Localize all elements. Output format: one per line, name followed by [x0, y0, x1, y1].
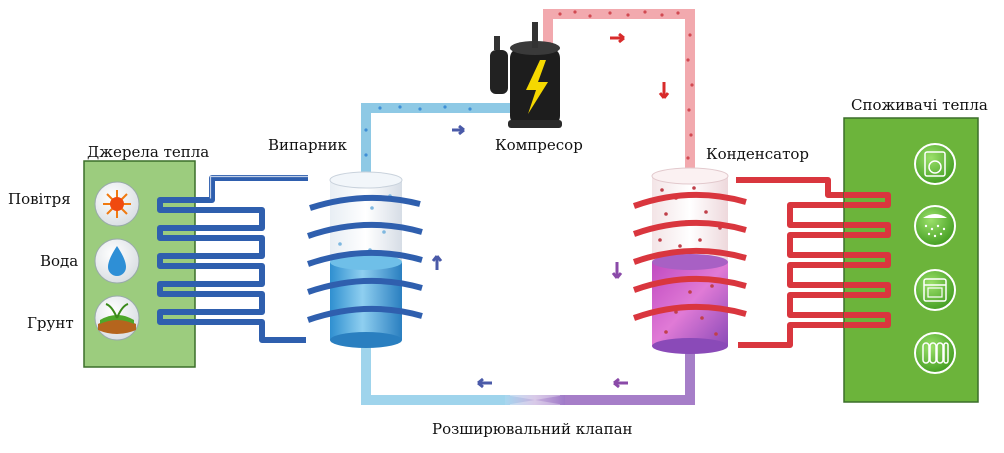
return-pipe [361, 345, 510, 405]
condenser-label: Конденсатор [706, 145, 810, 163]
water-drop-icon [94, 238, 140, 284]
ground-label: Грунт [27, 314, 74, 332]
arrow-right-blue [452, 124, 465, 136]
air-label: Повітря [8, 190, 71, 208]
arrow-left-purple [613, 377, 628, 389]
sun-icon [94, 181, 140, 227]
compressor-label: Компресор [495, 136, 583, 154]
radiator-icon [914, 332, 956, 374]
heat-sources-title: Джерела тепла [87, 143, 210, 161]
arrow-up-blue [431, 255, 443, 270]
pipe-bubbles [558, 10, 694, 160]
shower-icon [914, 205, 956, 247]
compressor-icon [490, 22, 562, 128]
condenser-coil [632, 191, 747, 321]
oven-icon [914, 269, 956, 311]
evaporator-label: Випарник [268, 136, 347, 154]
expansion-valve-label: Розширювальний клапан [432, 420, 633, 438]
heat-consumers-title: Споживачі тепла [851, 96, 988, 114]
liquid-pipe [560, 345, 695, 405]
washing-machine-icon [914, 143, 956, 185]
arrow-down-red [658, 82, 670, 99]
arrow-right-red [610, 32, 625, 44]
ground-plant-icon [94, 295, 140, 341]
arrow-left-blue [477, 377, 492, 389]
discharge-pipe [543, 9, 695, 172]
heat-consumers-box [843, 117, 979, 403]
flow-arrows [431, 32, 670, 389]
water-label: Вода [40, 252, 79, 270]
suction-pipe [361, 103, 510, 178]
evaporator-coil [307, 194, 423, 323]
arrow-down-purple [611, 262, 623, 279]
source-coil [157, 175, 308, 343]
